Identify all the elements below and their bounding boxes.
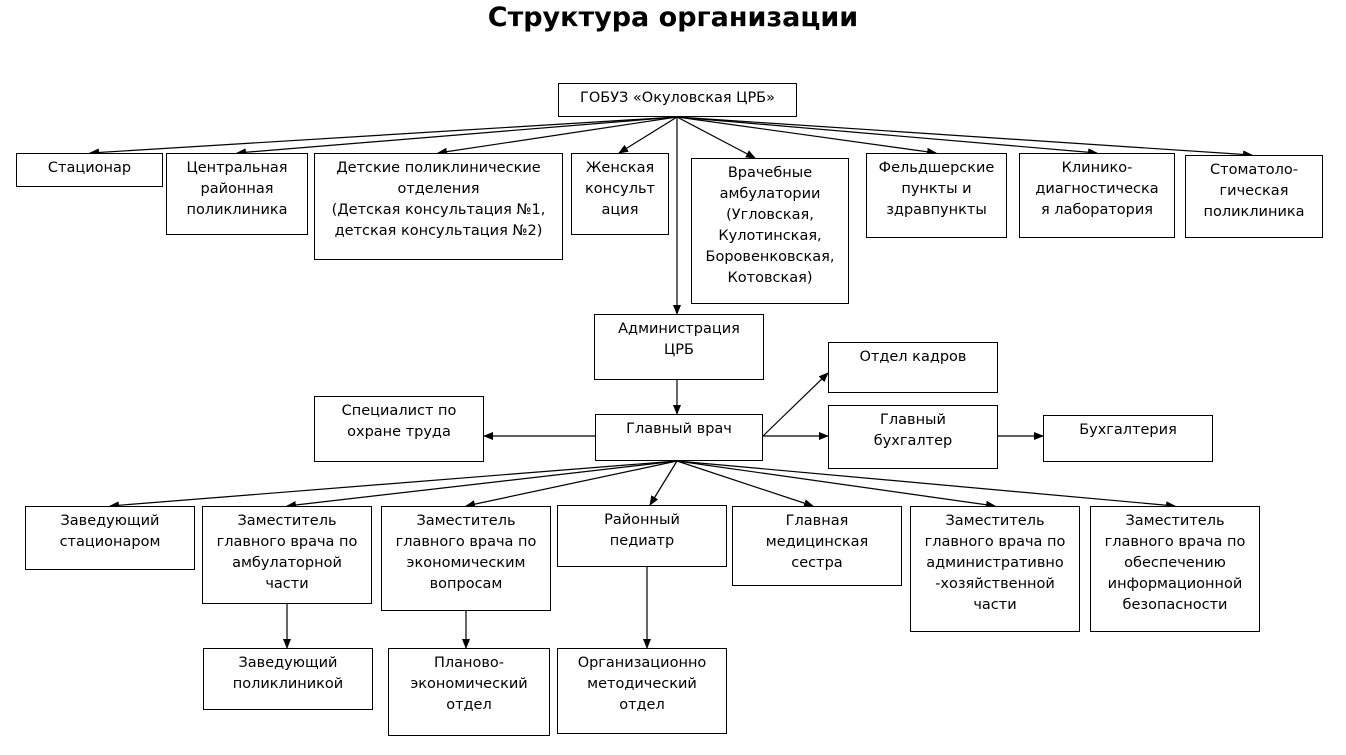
edge-chief-deputy-infosec (676, 460, 1176, 510)
node-deputy-econ: Заместитель главного врача по экономичес… (381, 506, 551, 611)
node-ambulatories: Врачебные амбулатории (Угловская, Кулоти… (691, 158, 849, 304)
node-org-method: Организационно методический отдел (557, 648, 727, 734)
node-head-stacionar: Заведующий стационаром (25, 506, 195, 570)
node-admin: Администрация ЦРБ (594, 314, 764, 380)
node-stacionar: Стационар (16, 153, 163, 187)
node-feldsher: Фельдшерские пункты и здравпункты (866, 153, 1007, 238)
edge-root-stacionar (89, 116, 678, 157)
node-hr: Отдел кадров (828, 342, 998, 393)
edge-root-women (618, 116, 678, 154)
node-deputy-infosec: Заместитель главного врача по обеспечени… (1090, 506, 1260, 632)
node-pediatrician: Районный педиатр (557, 505, 727, 567)
edge-chief-deputy-admin (676, 460, 996, 509)
node-safety: Специалист по охране труда (314, 396, 484, 462)
edge-chief-hr (762, 372, 829, 437)
node-dental: Стоматоло- гическая поликлиника (1185, 155, 1323, 238)
node-chief-accountant: Главный бухгалтер (828, 405, 998, 469)
edge-chief-deputy-econ (465, 460, 678, 509)
node-child-poly: Детские поликлинические отделения (Детск… (314, 153, 563, 260)
node-central-poly: Центральная районная поликлиника (166, 153, 308, 235)
edge-chief-head-stacionar (109, 460, 678, 510)
node-women: Женская консульт ация (571, 153, 669, 235)
edge-root-central-poly (236, 116, 678, 157)
page-title: Структура организации (487, 2, 859, 33)
node-accounting: Бухгалтерия (1043, 415, 1213, 462)
node-lab: Клинико- диагностическа я лаборатория (1019, 153, 1175, 238)
edge-chief-head-nurse (676, 460, 814, 507)
node-deputy-admin: Заместитель главного врача по администра… (910, 506, 1080, 632)
node-head-nurse: Главная медицинская сестра (732, 506, 902, 586)
edge-root-child-poly (437, 116, 678, 156)
edge-root-ambulatories (676, 116, 756, 159)
edge-root-dental (676, 116, 1253, 159)
edge-chief-pediatrician (649, 460, 678, 506)
node-chief: Главный врач (595, 414, 763, 461)
node-plan-econ: Планово- экономический отдел (388, 648, 550, 736)
edge-root-feldsher (676, 116, 937, 156)
node-deputy-amb: Заместитель главного врача по амбулаторн… (202, 506, 372, 604)
edge-root-lab (676, 116, 1098, 157)
edge-chief-deputy-amb (286, 460, 678, 509)
node-root: ГОБУЗ «Окуловская ЦРБ» (558, 83, 797, 117)
node-head-poly: Заведующий поликлиникой (203, 648, 373, 710)
